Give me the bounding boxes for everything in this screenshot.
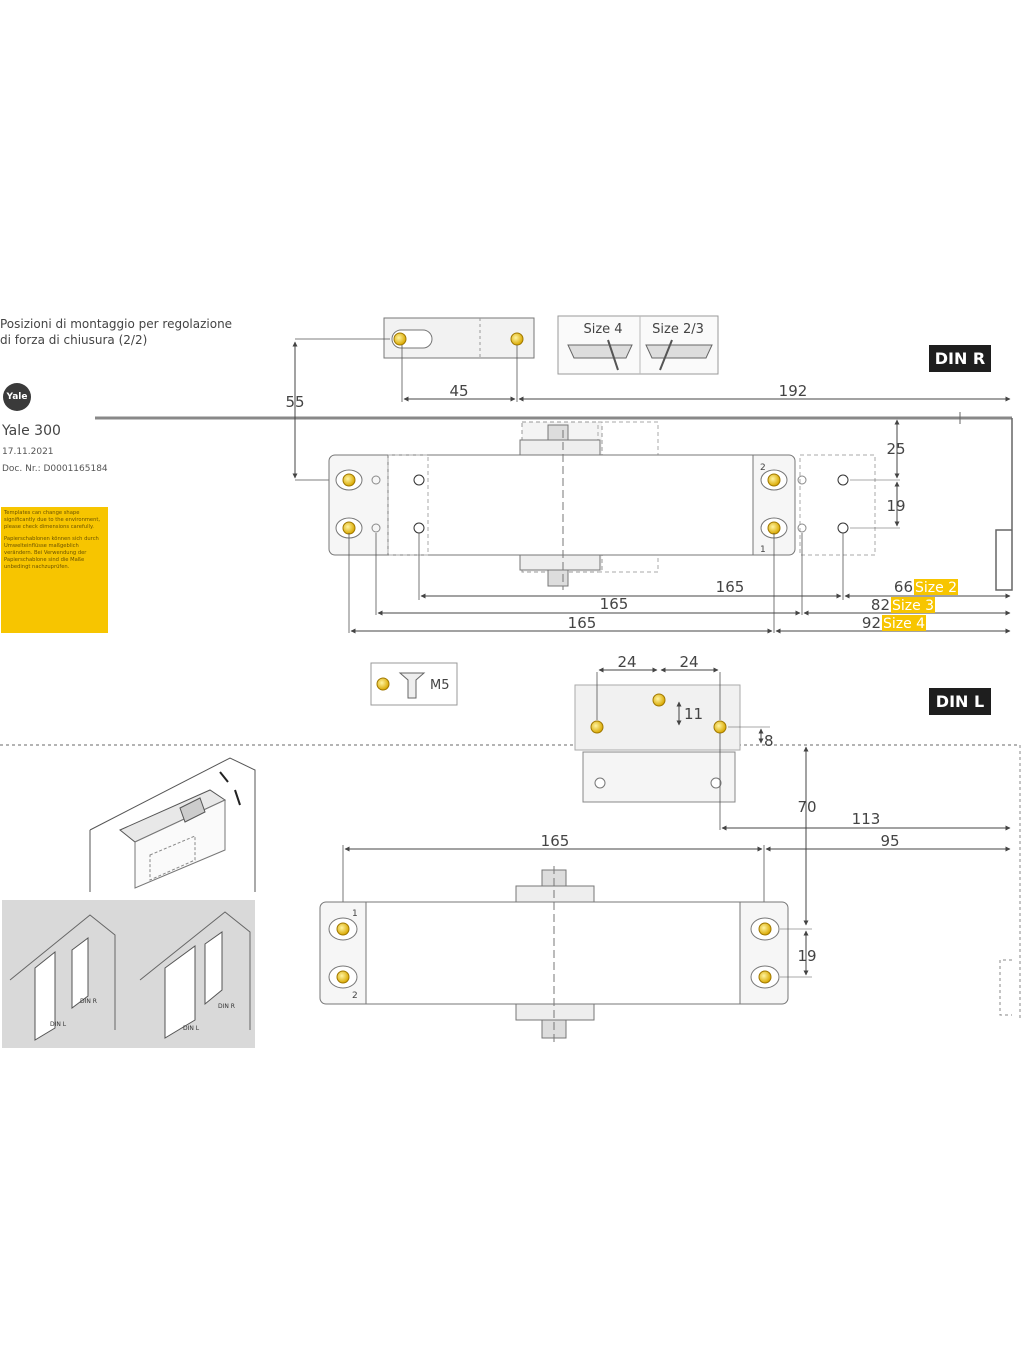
screw-head-icon bbox=[376, 677, 390, 691]
dim-95: 95 bbox=[880, 832, 899, 850]
screw-hole-icon bbox=[713, 720, 727, 734]
note-german: Papierschablonen können sich durch Umwel… bbox=[4, 536, 99, 570]
size-4-label: Size 4 bbox=[883, 616, 925, 632]
dim-8: 8 bbox=[764, 732, 774, 750]
dim-113: 113 bbox=[852, 810, 881, 828]
screw-hole-icon bbox=[652, 693, 666, 707]
size-4-tag bbox=[882, 615, 926, 631]
screw-hole-icon bbox=[510, 332, 524, 346]
dim-165-din-l: 165 bbox=[541, 832, 570, 850]
doc-date: 17.11.2021 bbox=[2, 447, 54, 457]
screw-icon bbox=[398, 672, 426, 699]
hole-num-1: 1 bbox=[760, 545, 766, 555]
screw-hole-icon bbox=[758, 970, 772, 984]
dim-19: 19 bbox=[886, 497, 905, 515]
yale-logo: Yale bbox=[3, 383, 31, 411]
dim-25: 25 bbox=[886, 440, 905, 458]
target-mark-icon bbox=[837, 522, 849, 534]
angle-bracket bbox=[574, 684, 741, 751]
size-3-label: Size 3 bbox=[892, 598, 934, 614]
product-name: Yale 300 bbox=[2, 423, 61, 439]
size-label-4: Size 4 bbox=[583, 322, 622, 337]
doc-number: Doc. Nr.: D0001165184 bbox=[2, 464, 108, 474]
title-line-1: Posizioni di montaggio per regolazione bbox=[0, 317, 233, 331]
door-handing-illustration: DIN L DIN R DIN L DIN R bbox=[2, 900, 255, 1048]
target-mark-icon bbox=[837, 474, 849, 486]
dim-82: 82 bbox=[871, 596, 890, 614]
screw-hole-icon bbox=[590, 720, 604, 734]
screw-hole-icon bbox=[767, 521, 781, 535]
hole-num-1-l: 1 bbox=[352, 909, 358, 919]
door-label-din-r-b: DIN R bbox=[218, 1003, 235, 1010]
size-2-label: Size 2 bbox=[915, 580, 957, 596]
screw-hole-icon bbox=[758, 922, 772, 936]
dim-66: 66 bbox=[894, 578, 913, 596]
dim-192: 192 bbox=[779, 382, 808, 400]
target-mark-icon bbox=[413, 522, 425, 534]
note-english: Templates can change shape significantly… bbox=[4, 510, 101, 530]
door-label-din-l-a: DIN L bbox=[50, 1021, 67, 1028]
dim-55: 55 bbox=[285, 393, 304, 411]
template-warning-note: Templates can change shape significantly… bbox=[1, 507, 108, 633]
screw-hole-icon bbox=[336, 970, 350, 984]
title-line-2: di forza di chiusura (2/2) bbox=[0, 333, 148, 347]
dim-19-din-l: 19 bbox=[797, 947, 816, 965]
hole-num-2: 2 bbox=[760, 463, 766, 473]
dim-24-a: 24 bbox=[617, 653, 636, 671]
dim-45: 45 bbox=[449, 382, 468, 400]
page-title: Posizioni di montaggio per regolazione d… bbox=[0, 316, 240, 348]
dim-11: 11 bbox=[684, 705, 703, 723]
size-2-tag bbox=[914, 579, 958, 595]
dim-165-b: 165 bbox=[600, 595, 629, 613]
screw-m5-label: M5 bbox=[430, 678, 450, 693]
dim-92: 92 bbox=[862, 614, 881, 632]
screw-hole-icon bbox=[342, 521, 356, 535]
screw-hole-icon bbox=[336, 922, 350, 936]
closer-install-illustration bbox=[89, 755, 256, 892]
hole-num-2-l: 2 bbox=[352, 991, 358, 1001]
screw-hole-icon bbox=[767, 473, 781, 487]
dim-24-b: 24 bbox=[679, 653, 698, 671]
size-label-2-3: Size 2/3 bbox=[652, 322, 704, 337]
dim-165-a: 165 bbox=[716, 578, 745, 596]
door-edge-din-r bbox=[995, 418, 1013, 591]
door-label-din-l-b: DIN L bbox=[183, 1025, 200, 1032]
dim-70: 70 bbox=[797, 798, 816, 816]
target-mark-icon bbox=[413, 474, 425, 486]
size-3-tag bbox=[891, 597, 935, 613]
door-label-din-r-a: DIN R bbox=[80, 998, 97, 1005]
dim-165-c: 165 bbox=[568, 614, 597, 632]
screw-hole-icon bbox=[342, 473, 356, 487]
din-r-badge: DIN R bbox=[929, 345, 991, 372]
din-l-badge: DIN L bbox=[929, 688, 991, 715]
screw-hole-icon bbox=[393, 332, 407, 346]
